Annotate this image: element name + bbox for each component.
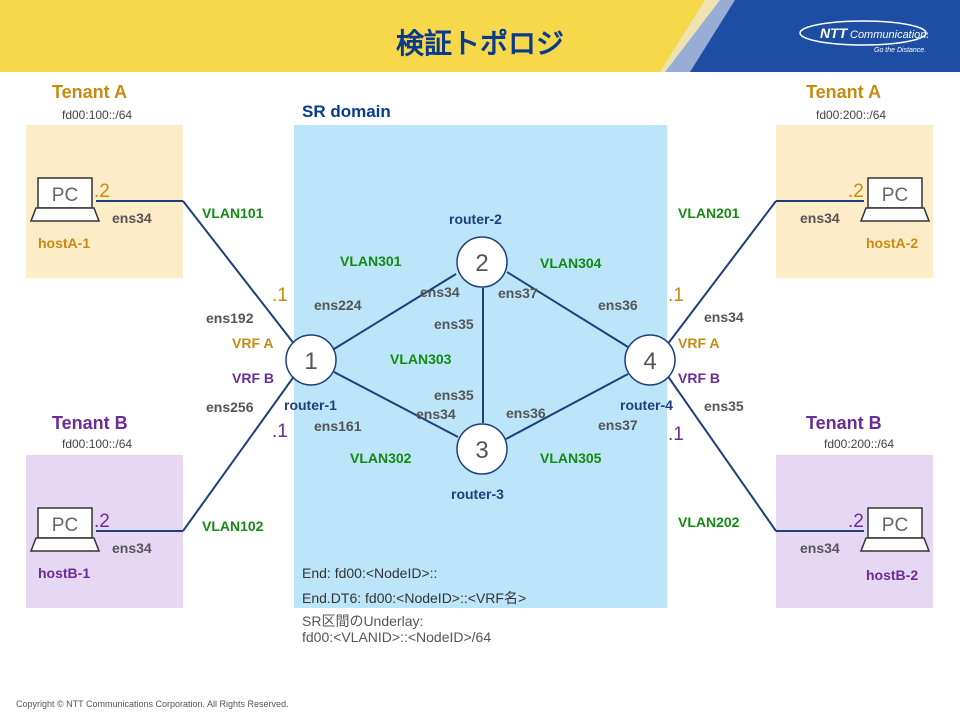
note-end: End: fd00:<NodeID>:: (302, 565, 438, 581)
laptop-icon-hosta1 (29, 177, 101, 222)
header-banner (0, 0, 960, 72)
pc-label-hostb2: PC (882, 515, 908, 536)
laptop-icon-hostb2 (859, 507, 931, 552)
vlan301-label: VLAN301 (340, 253, 402, 269)
router-2-node (456, 236, 508, 288)
vlan304-label: VLAN304 (540, 255, 602, 271)
pc-label-hosta1: PC (52, 185, 78, 206)
router-1-number: 1 (304, 348, 317, 375)
hosta1-ip-suffix: .2 (94, 181, 110, 202)
hosta2-name: hostA-2 (866, 235, 919, 251)
router2-ens37: ens37 (498, 285, 538, 301)
router4-ens36: ens36 (598, 297, 638, 313)
hosta2-ip-suffix: .2 (848, 181, 864, 202)
link-router1-router3 (333, 371, 459, 438)
router2-ens35: ens35 (434, 316, 474, 332)
link-router2-router4 (506, 271, 629, 348)
router4-ens37: ens37 (598, 417, 638, 433)
hosta2-interface: ens34 (800, 210, 840, 226)
hosta1-name: hostA-1 (38, 235, 91, 251)
laptop-icon-hosta2 (859, 177, 931, 222)
sr-domain-area (294, 125, 667, 608)
tenant-a-left-prefix: fd00:100::/64 (62, 108, 133, 122)
page-title: 検証トポロジ (395, 28, 564, 59)
router4-ens34: ens34 (704, 309, 744, 325)
router1-vrf-a: VRF A (232, 335, 274, 351)
hostb2-interface: ens34 (800, 540, 840, 556)
router1-ens161: ens161 (314, 418, 362, 434)
router-4-number: 4 (643, 348, 656, 375)
vlan101-label: VLAN101 (202, 205, 264, 221)
vlan302-label: VLAN302 (350, 450, 412, 466)
pc-label-hosta2: PC (882, 185, 908, 206)
router1-vrf-b: VRF B (232, 370, 274, 386)
router-1-node (285, 334, 337, 386)
note-end-dt6: End.DT6: fd00:<NodeID>::<VRF名> (302, 590, 527, 606)
router1-ens256: ens256 (206, 399, 254, 415)
vlan303-label: VLAN303 (390, 351, 452, 367)
router1-vrfa-gw-suffix: .1 (272, 285, 288, 306)
router-3-number: 3 (475, 437, 488, 464)
router2-ens34: ens34 (420, 284, 460, 300)
tenant-a-right-prefix: fd00:200::/64 (816, 108, 887, 122)
note-underlay-2: fd00:<VLANID>::<NodeID>/64 (302, 629, 492, 645)
router-3-node (456, 423, 508, 475)
hostb1-ip-suffix: .2 (94, 511, 110, 532)
laptop-icon-hostb1 (29, 507, 101, 552)
sr-domain-title: SR domain (302, 102, 391, 121)
router1-ens192: ens192 (206, 310, 254, 326)
tenant-a-right-title: Tenant A (806, 82, 881, 102)
router1-vrfb-gw-suffix: .1 (272, 421, 288, 442)
link-router3-router4 (505, 373, 629, 440)
vlan305-label: VLAN305 (540, 450, 602, 466)
logo-ntt-text: NTT (820, 25, 849, 41)
tenant-b-left-title: Tenant B (52, 413, 128, 433)
vlan201-label: VLAN201 (678, 205, 740, 221)
tenant-b-left-prefix: fd00:100::/64 (62, 437, 133, 451)
vlan202-label: VLAN202 (678, 514, 740, 530)
router4-ens35: ens35 (704, 398, 744, 414)
router-4-name: router-4 (620, 397, 673, 413)
copyright-footer: Copyright © NTT Communications Corporati… (16, 699, 289, 709)
router-2-number: 2 (475, 250, 488, 277)
router4-vrf-b: VRF B (678, 370, 720, 386)
router-3-name: router-3 (451, 486, 504, 502)
router1-ens224: ens224 (314, 297, 362, 313)
router-2-name: router-2 (449, 211, 502, 227)
tenant-a-left-title: Tenant A (52, 82, 127, 102)
logo-tagline: Go the Distance. (874, 47, 926, 54)
tenant-b-right-title: Tenant B (806, 413, 882, 433)
router3-ens36: ens36 (506, 405, 546, 421)
router-4-node (624, 334, 676, 386)
router-1-name: router-1 (284, 397, 337, 413)
logo-brand-text: Communications (850, 29, 928, 41)
hostb1-name: hostB-1 (38, 565, 91, 581)
note-underlay-1: SR区間のUnderlay: (302, 613, 424, 629)
router3-ens35: ens35 (434, 387, 474, 403)
ntt-communications-logo: NTT Communications Go the Distance. (799, 20, 928, 54)
tenant-b-right-prefix: fd00:200::/64 (824, 437, 895, 451)
router3-ens34: ens34 (416, 406, 456, 422)
pc-label-hostb1: PC (52, 515, 78, 536)
hosta1-interface: ens34 (112, 210, 152, 226)
router4-vrf-a: VRF A (678, 335, 720, 351)
vlan102-label: VLAN102 (202, 518, 264, 534)
hostb1-interface: ens34 (112, 540, 152, 556)
hostb2-ip-suffix: .2 (848, 511, 864, 532)
router4-vrfb-gw-suffix: .1 (668, 424, 684, 445)
link-router1-router2 (333, 273, 457, 350)
hostb2-name: hostB-2 (866, 567, 919, 583)
router4-vrfa-gw-suffix: .1 (668, 285, 684, 306)
